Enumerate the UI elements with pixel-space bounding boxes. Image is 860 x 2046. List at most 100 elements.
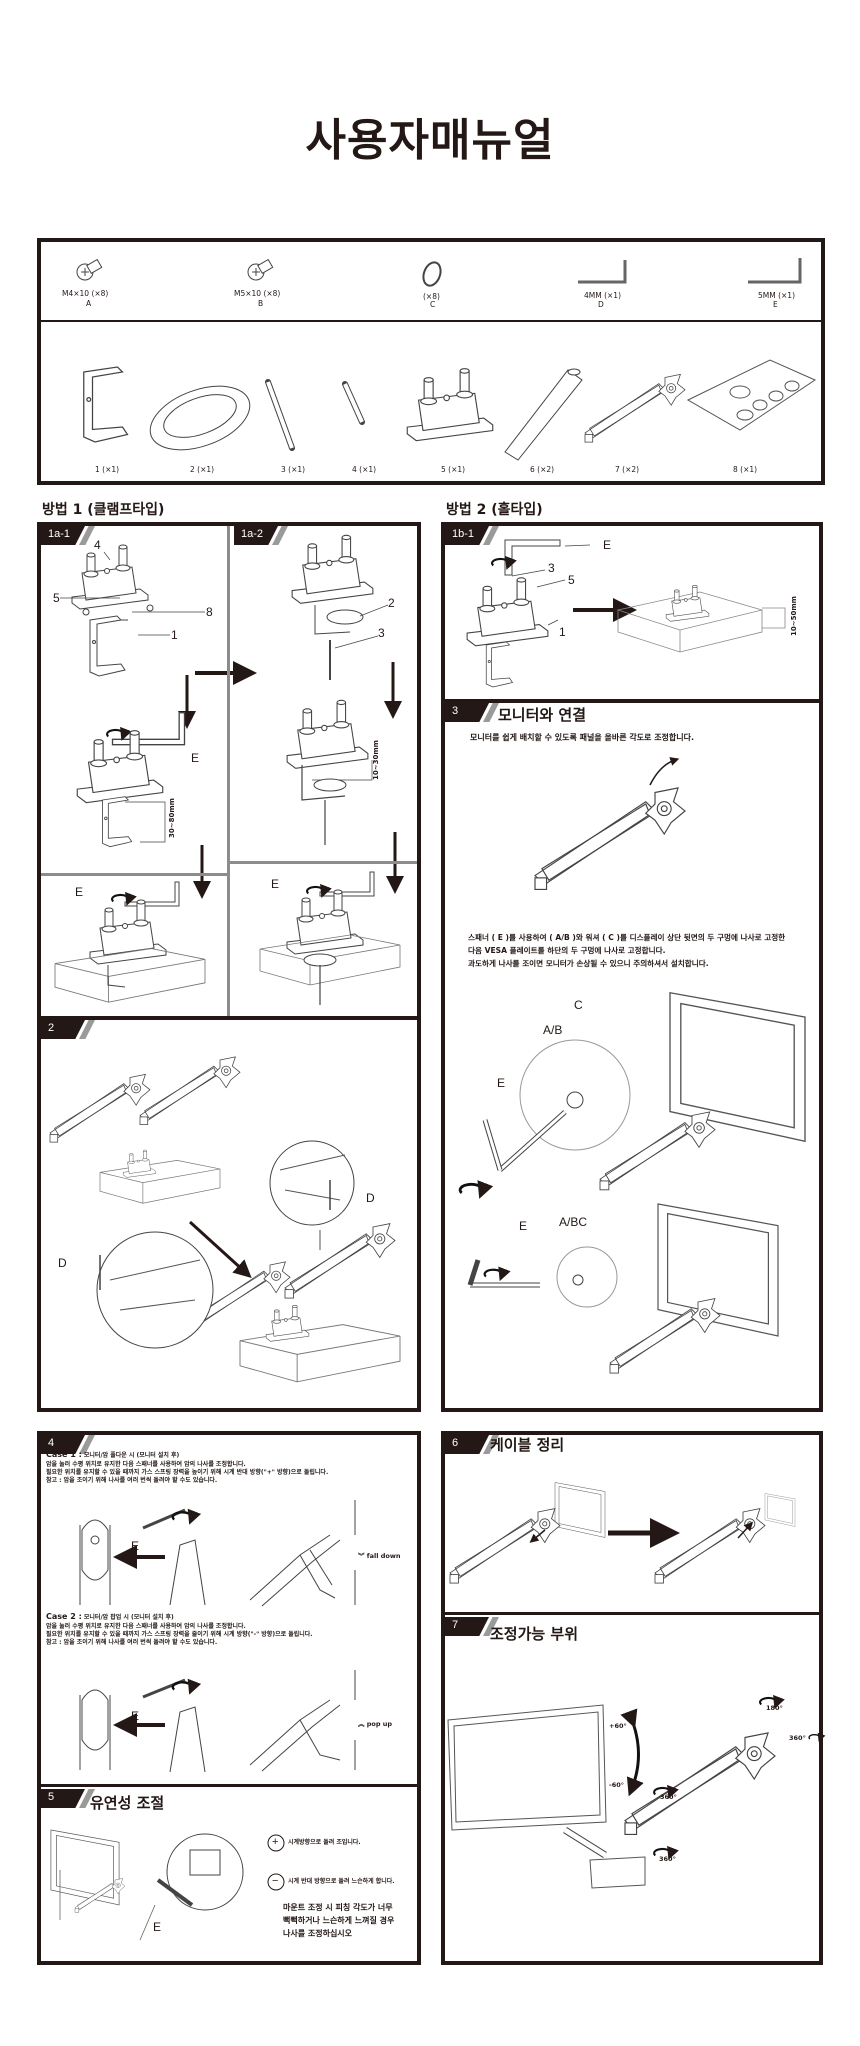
hardware-letter-d: D (598, 300, 604, 309)
hole-range: 10~50mm (790, 596, 798, 636)
step-number: 1a-1 (48, 528, 71, 540)
grommet-drawing (149, 385, 251, 451)
method-1-heading: 방법 1 (클램프타입) (42, 502, 165, 518)
divider (41, 873, 227, 876)
base-rotation-label: 360° (659, 1855, 676, 1863)
callout-e: E (131, 1709, 140, 1723)
step-number: 1a-2 (241, 528, 264, 540)
step-number: 6 (452, 1437, 459, 1449)
step-number: 3 (452, 705, 459, 717)
step-1b1-drawing (466, 539, 786, 688)
motion-label: fall down (366, 1552, 401, 1560)
case-label: Case 1 : (46, 1450, 82, 1459)
clamp-range: 30~80mm (168, 798, 176, 838)
tilt-up-label: +60° (609, 1722, 627, 1730)
section-title: 모니터와 연결 (498, 706, 587, 724)
top-rotation-label: 180° (766, 1704, 783, 1712)
allen-key-5mm-drawing (748, 258, 802, 284)
step-1a2-drawing (259, 534, 404, 1005)
callout-3: 3 (378, 626, 385, 640)
step-4-drawing (79, 1500, 356, 1773)
step-tab-4: 4 (41, 1435, 99, 1454)
divider (445, 699, 819, 703)
clamp-range: 10~30mm (372, 740, 380, 780)
allen-key-4mm-drawing (578, 260, 627, 284)
motion-label: pop up (366, 1720, 393, 1728)
pop-up-label: ︽ pop up (358, 1718, 392, 1728)
step-tab-5: 5 (41, 1789, 99, 1808)
hardware-spec-a: M4×10 (×8) (62, 289, 109, 298)
component-4: 4 (×1) (352, 465, 377, 474)
callout-5: 5 (568, 573, 575, 587)
hardware-letter-b: B (258, 299, 264, 308)
divider (41, 1784, 417, 1787)
callout-3: 3 (548, 561, 555, 575)
hardware-drawings (76, 258, 802, 287)
hardware-letter-e: E (773, 300, 778, 309)
callout-ab: A/B (543, 1023, 563, 1037)
note-line: 마운트 조정 시 피칭 각도가 너무 (283, 1903, 393, 1912)
parts-list-box (37, 238, 825, 485)
chevron-down-icon: ︾ (358, 1552, 365, 1560)
case-label: Case 2 : (46, 1612, 82, 1621)
step-tab-6: 6 (445, 1435, 503, 1454)
section-subtitle: 모니터를 쉽게 배치할 수 있도록 패널을 올바른 각도로 조정합니다. (470, 733, 695, 742)
instruction-line: 과도하게 나사를 조이면 모니터가 손상될 수 있으니 주의하셔서 설치합니다. (468, 959, 709, 968)
callout-8: 8 (206, 605, 213, 619)
component-drawings (83, 359, 817, 461)
step-7-drawing (447, 1698, 820, 1889)
step-tab-2: 2 (41, 1020, 99, 1039)
hardware-letter-a: A (86, 299, 92, 308)
component-6: 6 (×2) (530, 465, 555, 474)
plus-icon: + (272, 1836, 279, 1848)
component-5: 5 (×1) (441, 465, 466, 474)
step-tab-1a1: 1a-1 (41, 526, 99, 545)
screw-a-drawing (76, 258, 103, 281)
case-title: 모니터/암 풀다운 시 (모니터 설치 후) (83, 1452, 180, 1459)
tighten-text: 시계방향으로 돌려 조입니다. (288, 1839, 361, 1846)
chevron-up-icon: ︽ (358, 1720, 365, 1728)
callout-2: 2 (388, 596, 395, 610)
page-title: 사용자매뉴얼 (305, 115, 555, 166)
callout-abc: A/BC (559, 1215, 588, 1229)
screw-b-drawing (247, 258, 274, 281)
case-1-heading: Case 1 : 모니터/암 풀다운 시 (모니터 설치 후) (46, 1450, 180, 1460)
component-3: 3 (×1) (281, 465, 306, 474)
case-1-line: 참고 : 암을 조이기 위해 나사를 여러 번씩 돌려야 할 수도 있습니다. (46, 1477, 218, 1484)
callout-5: 5 (53, 591, 60, 605)
side-rotation-label: 360° (789, 1734, 806, 1742)
method-2-heading: 방법 2 (홀타입) (446, 502, 543, 518)
step-2-drawing (49, 1056, 401, 1383)
instruction-line: 스패너 ( E )를 사용하여 ( A/B )와 워셔 ( C )를 디스플레이… (468, 933, 786, 942)
component-8: 8 (×1) (733, 465, 758, 474)
section-title: 조정가능 부위 (490, 1625, 579, 1643)
step-3-drawing (460, 757, 806, 1374)
pad-sheet-drawing (686, 359, 817, 431)
method-2-panel (441, 522, 823, 1412)
callout-1: 1 (171, 628, 178, 642)
step-tab-1b1: 1b-1 (445, 526, 503, 545)
callout-4: 4 (94, 538, 101, 552)
callout-e: E (153, 1920, 162, 1934)
tilt-down-label: -60° (609, 1781, 624, 1789)
step-tab-3: 3 (445, 703, 503, 722)
step-number: 2 (48, 1022, 55, 1034)
case-2-line: 암을 눌러 수평 위치로 유지한 다음 스패너를 사용하여 암의 나사를 조정합… (46, 1623, 246, 1630)
step-6-drawing (449, 1482, 796, 1584)
note-line: 나사를 조정하십시오 (283, 1929, 353, 1938)
instruction-line: 다음 VESA 플레이트를 하단의 두 구멍에 나사로 고정합니다. (468, 946, 666, 955)
callout-e: E (271, 877, 280, 891)
divider (445, 1612, 819, 1615)
washer-drawing (422, 261, 442, 287)
parts-divider (40, 320, 822, 322)
callout-c: C (574, 998, 583, 1012)
loosen-text: 시계 반대 방향으로 돌려 느슨하게 합니다. (288, 1878, 395, 1885)
minus-icon: − (272, 1875, 279, 1887)
callout-d: D (58, 1256, 67, 1270)
method-1-panel (37, 522, 421, 1412)
case-1-line: 필요한 위치를 유지할 수 있을 때까지 가스 스프링 장력을 높이기 위해 시… (46, 1469, 329, 1476)
step-number: 1b-1 (452, 528, 475, 540)
step-number: 7 (452, 1619, 459, 1631)
divider (41, 1016, 417, 1020)
case-2-line: 참고 : 암을 조이기 위해 나사를 여러 번씩 돌려야 할 수도 있습니다. (46, 1639, 218, 1646)
